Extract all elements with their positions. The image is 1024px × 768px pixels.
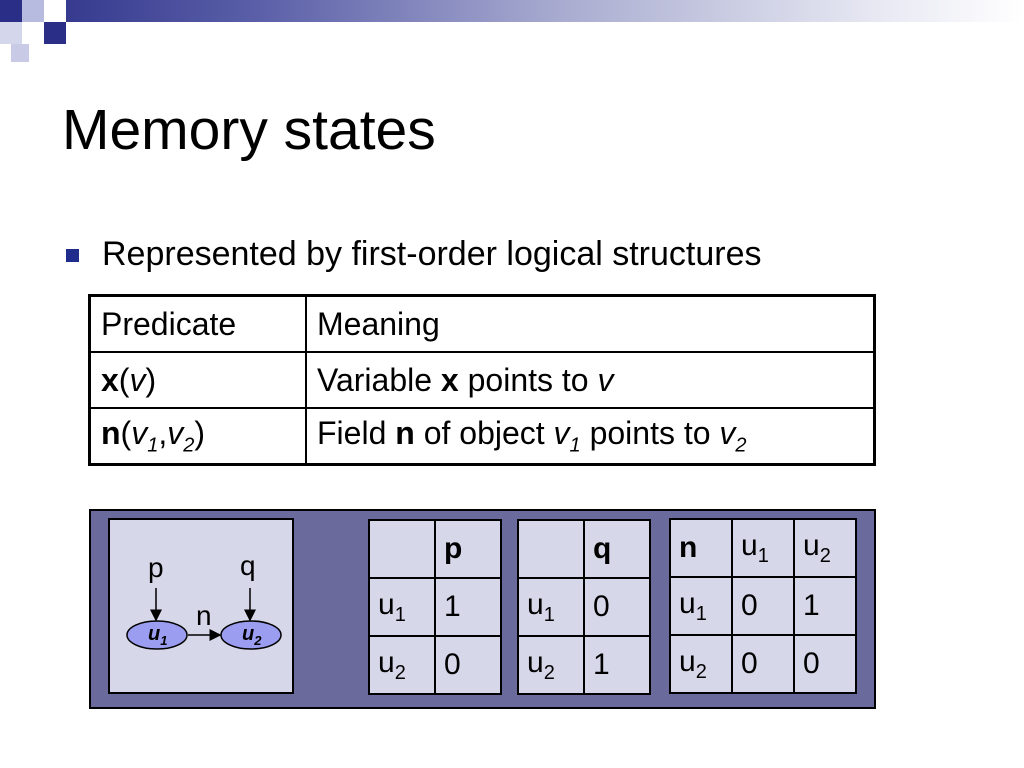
header-decor-square [0, 22, 22, 44]
table-cell: u1 [517, 577, 585, 637]
table-cell: u2 [368, 635, 436, 695]
table-row: u2 0 0 [669, 634, 857, 694]
table-cell: 1 [793, 576, 857, 636]
edge-n-label: n [196, 600, 212, 631]
table-row: u1 0 [517, 577, 651, 637]
header-decor-square [22, 22, 44, 44]
bullet-marker [66, 249, 79, 262]
table-cell: u1 [731, 518, 795, 578]
table-row: Predicate Meaning [88, 294, 876, 353]
meaning-cell: Variable x points to v [305, 351, 876, 409]
header-decor-square [0, 0, 22, 22]
q-table: q u1 0 u2 1 [517, 519, 651, 695]
header-decor-square [22, 0, 44, 22]
table-cell: 0 [731, 634, 795, 694]
header-decor-square [44, 22, 66, 44]
table-row: u1 1 [368, 577, 502, 637]
predicate-table: Predicate Meaning x(v) Variable x points… [88, 294, 876, 466]
var-q-label: q [240, 550, 256, 581]
node-u1 [126, 620, 188, 650]
node-u2 [220, 620, 282, 650]
table-cell: n [669, 518, 733, 578]
header-decor-square [44, 0, 66, 22]
heap-graph: p q n u1 u2 [108, 518, 294, 694]
table-cell: q [583, 519, 651, 579]
table-cell: u2 [669, 634, 733, 694]
var-p-label: p [148, 552, 164, 583]
table-cell: 0 [434, 635, 502, 695]
table-cell: u1 [669, 576, 733, 636]
table-cell: 1 [434, 577, 502, 637]
p-table: p u1 1 u2 0 [368, 519, 502, 695]
header-cell: Meaning [305, 294, 876, 353]
table-cell: u1 [368, 577, 436, 637]
n-table: n u1 u2 u1 0 1 u2 0 0 [669, 518, 857, 694]
table-cell [517, 519, 585, 579]
bullet-text: Represented by first-order logical struc… [102, 235, 762, 273]
node-u1-label: u1 [148, 623, 168, 648]
table-cell: 0 [793, 634, 857, 694]
table-cell: 0 [583, 577, 651, 637]
header-decor-square [11, 44, 29, 62]
header-gradient-bar [0, 0, 1024, 22]
page-title: Memory states [62, 98, 436, 162]
header-cell: Predicate [88, 294, 307, 353]
table-cell: 0 [731, 576, 795, 636]
table-cell [368, 519, 436, 579]
table-cell: p [434, 519, 502, 579]
table-row: u2 1 [517, 635, 651, 695]
meaning-cell: Field n of object v1 points to v2 [305, 407, 876, 466]
table-row: n(v1,v2) Field n of object v1 points to … [88, 407, 876, 466]
table-row: u1 0 1 [669, 576, 857, 636]
table-row: x(v) Variable x points to v [88, 351, 876, 409]
predicate-cell: n(v1,v2) [88, 407, 307, 466]
table-row: q [517, 519, 651, 579]
table-row: u2 0 [368, 635, 502, 695]
table-cell: 1 [583, 635, 651, 695]
table-row: n u1 u2 [669, 518, 857, 578]
graph-arrows [126, 588, 282, 650]
table-cell: u2 [793, 518, 857, 578]
predicate-cell: x(v) [88, 351, 307, 409]
table-cell: u2 [517, 635, 585, 695]
node-u2-label: u2 [242, 623, 262, 648]
table-row: p [368, 519, 502, 579]
